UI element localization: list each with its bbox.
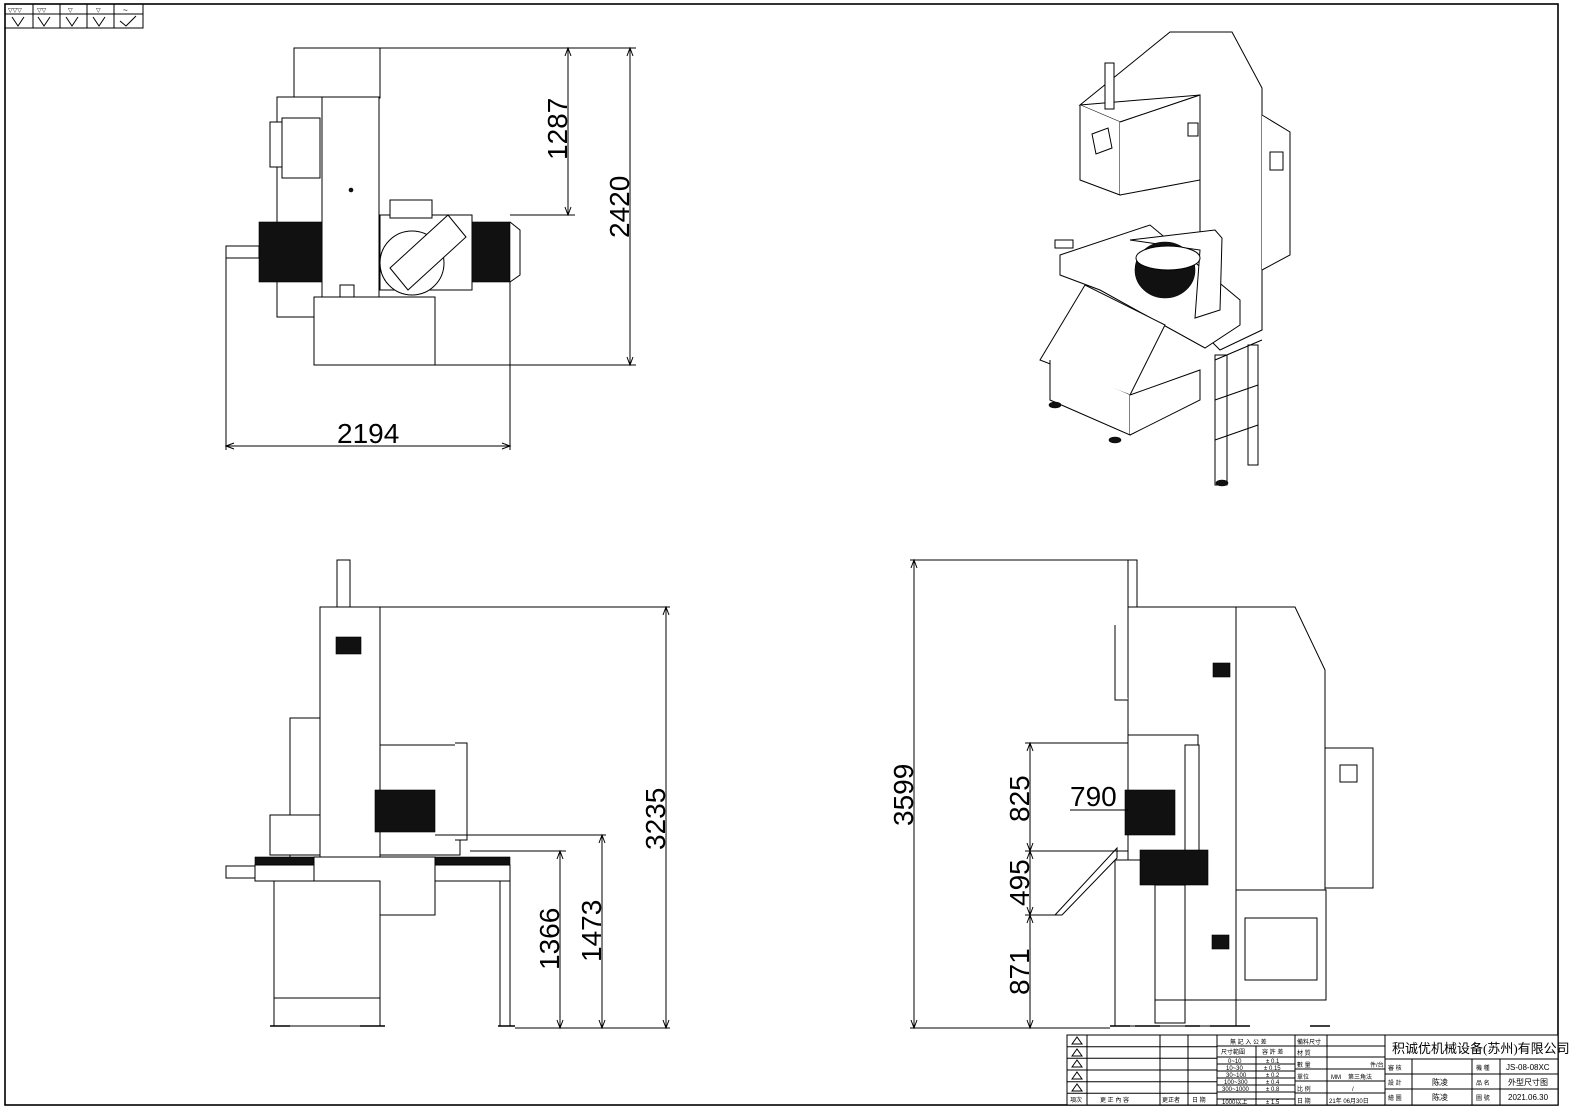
model-label: 機 種 — [1476, 1064, 1490, 1072]
tol-value-2: ± 0.2 — [1266, 1073, 1280, 1079]
draw-value: 陈凌 — [1432, 1092, 1448, 1102]
rev-header-item: 項次 — [1070, 1096, 1082, 1104]
surface-symbol-1: ▽▽▽ — [8, 8, 22, 14]
dim-825: 825 — [1004, 775, 1035, 822]
top-view — [225, 47, 521, 366]
dim-1287: 1287 — [542, 98, 573, 160]
tol-value-0: ± 0.1 — [1266, 1059, 1280, 1065]
extra-label: 件/台 — [1370, 1061, 1384, 1069]
dim-3599: 3599 — [888, 764, 919, 826]
material-label: 材 質 — [1297, 1049, 1311, 1057]
rev-header-date: 日 期 — [1192, 1096, 1206, 1104]
surface-symbol-2: ▽▽ — [37, 8, 47, 14]
tol-range-0: 0~10 — [1228, 1059, 1242, 1065]
front-view — [225, 559, 515, 1027]
side-view — [1053, 559, 1374, 1027]
isometric-view — [1039, 31, 1291, 487]
rev-header-editor: 更正者 — [1162, 1097, 1180, 1104]
model-value: JS-08-08XC — [1506, 1063, 1550, 1072]
date-value: 21年 06月30日 — [1329, 1097, 1369, 1105]
surface-symbol-4: ▽ — [96, 8, 101, 14]
dim-2194: 2194 — [337, 418, 399, 449]
company-name: 积诚优机械设备(苏州)有限公司 — [1392, 1041, 1570, 1056]
surface-finish-symbols: ▽▽▽ ▽▽ ▽ ▽ ~ — [4, 3, 144, 29]
material-size-label: 備料尺寸 — [1297, 1038, 1321, 1046]
tol-value-5: ± 1.5 — [1266, 1100, 1280, 1106]
tol-value-1: ± 0.15 — [1264, 1066, 1281, 1072]
title-block: 項次 更 正 內 容 更正者 日 期 無 記 入 公 差 尺寸範圍 容 許 差 … — [1066, 1034, 1570, 1106]
surface-symbol-3: ▽ — [68, 8, 73, 14]
tol-range-3: 100~300 — [1224, 1080, 1248, 1086]
tol-range-4: 300~1000 — [1222, 1087, 1250, 1093]
dim-790: 790 — [1070, 781, 1117, 812]
tol-value-4: ± 0.8 — [1266, 1087, 1280, 1093]
front-view-dimensions: 3235 1473 1366 — [380, 605, 671, 1030]
tol-value-3: ± 0.4 — [1266, 1080, 1280, 1086]
date-label: 日 期 — [1297, 1097, 1311, 1105]
dim-1366: 1366 — [534, 908, 565, 970]
draw-label: 繪 圖 — [1388, 1094, 1402, 1102]
dim-1473: 1473 — [576, 900, 607, 962]
design-label: 設 計 — [1388, 1079, 1402, 1087]
projection: 第三角法 — [1348, 1073, 1372, 1081]
name-value: 外型尺寸图 — [1508, 1077, 1548, 1087]
scale-label: 比 例 — [1297, 1085, 1311, 1093]
quantity-label: 數 量 — [1297, 1061, 1311, 1069]
rev-header-content: 更 正 內 容 — [1100, 1096, 1129, 1104]
size-range-label: 尺寸範圍 — [1221, 1048, 1245, 1056]
tolerance-header: 無 記 入 公 差 — [1230, 1038, 1267, 1046]
side-view-dimensions: 3599 825 495 871 790 — [888, 558, 1128, 1030]
top-view-dimensions: 1287 2420 2194 — [224, 46, 636, 450]
unit-label: 單位 — [1297, 1073, 1309, 1081]
dim-495: 495 — [1004, 859, 1035, 906]
drawing-no-value: 2021.06.30 — [1508, 1093, 1549, 1102]
drawing-no-label: 圖 號 — [1476, 1094, 1490, 1102]
dim-871: 871 — [1004, 948, 1035, 995]
review-label: 審 核 — [1388, 1064, 1402, 1072]
name-label: 品 名 — [1476, 1079, 1490, 1087]
tol-range-2: 30~100 — [1226, 1073, 1247, 1079]
unit-value: MM — [1331, 1075, 1341, 1081]
dim-3235: 3235 — [640, 788, 671, 850]
tol-range-1: 10~30 — [1226, 1066, 1244, 1072]
surface-symbol-5: ~ — [123, 6, 128, 15]
dim-2420: 2420 — [604, 176, 635, 238]
tolerance-label: 容 許 差 — [1262, 1048, 1283, 1056]
tol-range-5: 1000以上 — [1222, 1098, 1247, 1106]
design-value: 陈凌 — [1432, 1077, 1448, 1087]
scale-value: / — [1352, 1087, 1354, 1093]
drawing-border — [4, 3, 1559, 1106]
